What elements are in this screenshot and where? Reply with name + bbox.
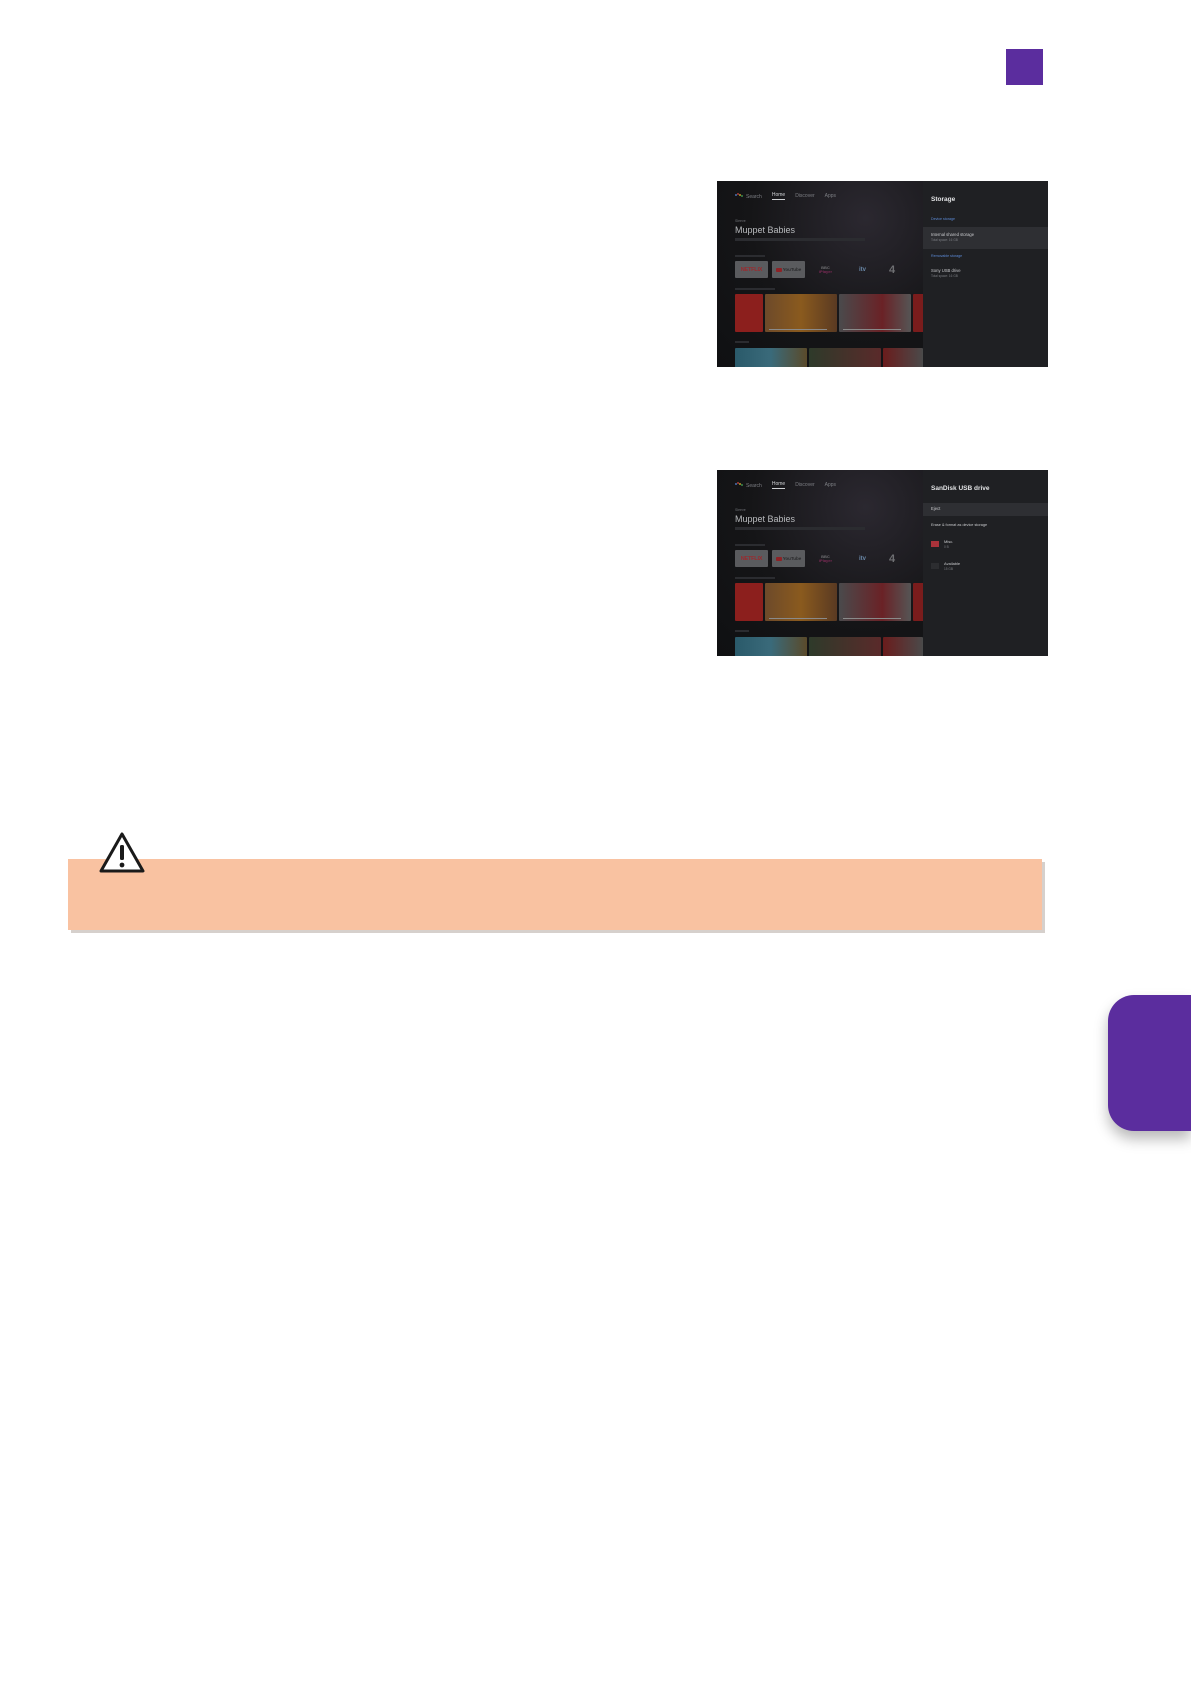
- row-label: [735, 544, 765, 546]
- home-screen: Search Home Discover Apps Sleeve Muppet …: [717, 181, 933, 367]
- youtube-app[interactable]: YouTube: [772, 550, 805, 567]
- content-tile[interactable]: [839, 583, 911, 621]
- usb-drive-panel: SanDisk USB drive Eject Erase & format a…: [923, 470, 1048, 656]
- content-tile[interactable]: [765, 294, 837, 332]
- featured-kicker: Sleeve: [735, 219, 746, 223]
- youtube-app[interactable]: YouTube: [772, 261, 805, 278]
- featured-kicker: Sleeve: [735, 508, 746, 512]
- row-label: [735, 255, 765, 257]
- content-tile[interactable]: [735, 294, 763, 332]
- panel-title: SanDisk USB drive: [931, 485, 990, 492]
- row-label: [735, 341, 749, 343]
- assistant-icon: [735, 192, 743, 198]
- nav-apps[interactable]: Apps: [824, 482, 837, 488]
- section-removable-storage: Removable storage: [931, 254, 963, 258]
- progress-bar: [843, 329, 901, 330]
- nav-search[interactable]: Search: [735, 481, 762, 489]
- home-screen: Search Home Discover Apps Sleeve Muppet …: [717, 470, 933, 656]
- nav-apps[interactable]: Apps: [824, 193, 837, 199]
- netflix-app[interactable]: NETFLIX: [735, 261, 768, 278]
- content-tile[interactable]: [735, 348, 807, 367]
- assistant-icon: [735, 481, 743, 487]
- nav-discover[interactable]: Discover: [795, 482, 815, 488]
- row-label: [735, 288, 775, 290]
- row-label: [735, 630, 749, 632]
- nav-home[interactable]: Home: [771, 192, 786, 200]
- content-tile[interactable]: [735, 583, 763, 621]
- content-tile[interactable]: [883, 637, 923, 656]
- available-usage: Available 15 GB: [944, 561, 961, 571]
- storage-screenshot: Search Home Discover Apps Sleeve Muppet …: [717, 181, 1048, 367]
- content-row: [735, 348, 923, 367]
- featured-title: Muppet Babies: [735, 514, 796, 524]
- featured-description: [735, 238, 865, 241]
- featured-title: Muppet Babies: [735, 225, 796, 235]
- content-row: [735, 294, 933, 332]
- usb-drive-item[interactable]: Sony USB drive Total space: 16 GB: [931, 268, 961, 278]
- content-tile[interactable]: [883, 348, 923, 367]
- nav-discover[interactable]: Discover: [795, 193, 815, 199]
- content-tile[interactable]: [839, 294, 911, 332]
- progress-bar: [843, 618, 901, 619]
- usb-drive-screenshot: Search Home Discover Apps Sleeve Muppet …: [717, 470, 1048, 656]
- itv-app[interactable]: itv: [858, 266, 866, 273]
- row-label: [735, 577, 775, 579]
- warning-box: [68, 859, 1042, 930]
- warning-triangle-icon: [99, 832, 145, 873]
- top-nav: Search Home Discover Apps: [735, 481, 836, 489]
- content-row: [735, 583, 933, 621]
- channel4-app[interactable]: 4: [888, 552, 896, 565]
- content-tile[interactable]: [809, 348, 881, 367]
- top-nav: Search Home Discover Apps: [735, 192, 836, 200]
- panel-title: Storage: [931, 196, 956, 203]
- eject-item[interactable]: Eject: [923, 503, 1048, 516]
- section-device-storage: Device storage: [931, 217, 955, 221]
- content-tile[interactable]: [765, 583, 837, 621]
- progress-bar: [769, 329, 827, 330]
- nav-home[interactable]: Home: [771, 481, 786, 489]
- featured-description: [735, 527, 865, 530]
- progress-bar: [769, 618, 827, 619]
- content-row: [735, 637, 923, 656]
- nav-search[interactable]: Search: [735, 192, 762, 200]
- netflix-app[interactable]: NETFLIX: [735, 550, 768, 567]
- misc-swatch: [931, 541, 939, 547]
- content-tile[interactable]: [809, 637, 881, 656]
- misc-usage: Misc. 0 B: [944, 539, 954, 549]
- content-tile[interactable]: [735, 637, 807, 656]
- available-swatch: [931, 563, 939, 569]
- chapter-marker: [1006, 49, 1043, 85]
- side-tab: [1108, 995, 1191, 1131]
- storage-panel: Storage Device storage Internal shared s…: [923, 181, 1048, 367]
- erase-format-item[interactable]: Erase & format as device storage: [931, 523, 988, 527]
- internal-storage-item[interactable]: Internal shared storage Total space: 16 …: [923, 227, 1048, 249]
- channel4-app[interactable]: 4: [888, 263, 896, 276]
- itv-app[interactable]: itv: [858, 555, 866, 562]
